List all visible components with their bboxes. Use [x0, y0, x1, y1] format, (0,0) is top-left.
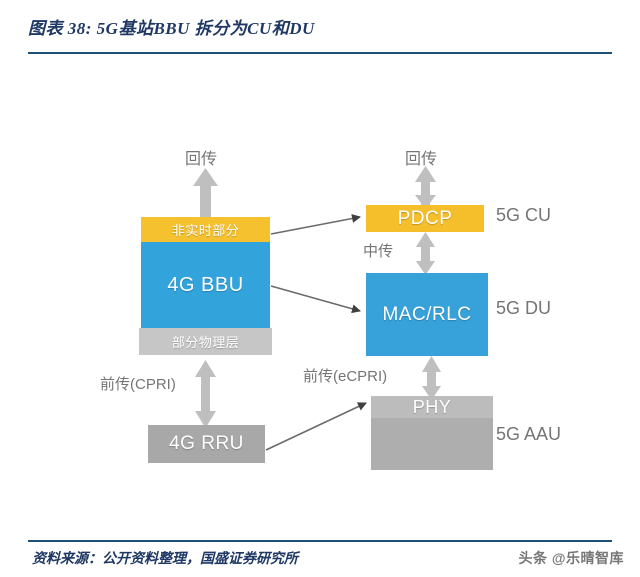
label-5g-du: 5G DU: [496, 298, 552, 318]
chart-header: 图表 38: 5G基站BBU 拆分为CU和DU: [0, 0, 640, 62]
footer-divider: [28, 540, 612, 542]
diagram-canvas: 非实时部分 4G BBU 部分物理层 4G RRU PDCP MAC/RLC P…: [0, 62, 640, 540]
arrow-backhaul-right: [415, 166, 436, 209]
node-4g-rru: 4G RRU: [148, 425, 265, 463]
arrow-midhaul: [416, 232, 435, 275]
node-phy: PHY: [371, 396, 493, 418]
arrow-nonrealtime-to-pdcp: [270, 214, 361, 235]
page-title: 图表 38: 5G基站BBU 拆分为CU和DU: [28, 19, 315, 38]
label-backhaul-left: 回传: [185, 151, 218, 168]
label-fronthaul-ecpri: 前传(eCPRI): [303, 368, 388, 385]
arrow-fronthaul-ecpri: [422, 356, 441, 400]
label-5g-aau: 5G AAU: [496, 424, 562, 444]
node-non-realtime-part: 非实时部分: [141, 217, 270, 242]
watermark: 头条 @乐晴智库: [518, 550, 624, 566]
node-partial-physical-layer: 部分物理层: [139, 328, 272, 355]
diagram-arrows: [193, 166, 441, 451]
arrow-fronthaul-cpri: [195, 360, 216, 428]
arrow-backhaul-left: [193, 168, 218, 217]
source-note: 资料来源：公开资料整理，国盛证券研究所: [32, 552, 298, 567]
label-fronthaul-cpri: 前传(CPRI): [100, 376, 176, 393]
node-aau-body: [371, 418, 493, 470]
label-midhaul: 中传: [363, 243, 394, 260]
arrow-bbu-to-macrlc: [270, 285, 361, 314]
header-divider: [28, 52, 612, 54]
label-5g-cu: 5G CU: [496, 205, 552, 225]
label-backhaul-right: 回传: [405, 151, 438, 168]
node-mac-rlc: MAC/RLC: [366, 273, 488, 356]
node-4g-bbu: 4G BBU: [141, 242, 270, 328]
arrow-rru-to-phy: [265, 402, 367, 451]
node-pdcp: PDCP: [366, 205, 484, 232]
